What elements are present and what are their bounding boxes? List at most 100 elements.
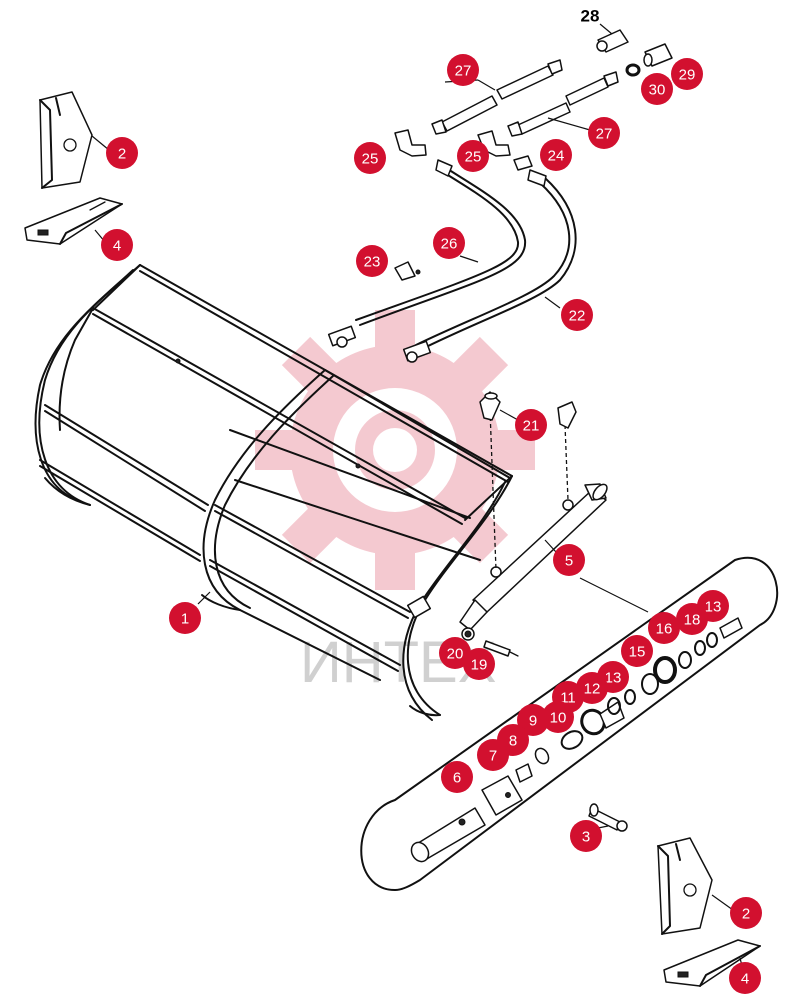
callout-label: 4: [741, 971, 749, 988]
callout-18: 18: [676, 603, 708, 635]
callout-marker: [463, 648, 495, 680]
callout-marker: [356, 245, 388, 277]
callout-marker: [676, 603, 708, 635]
callout-label: 26: [441, 236, 458, 253]
quick-coupling-28: [596, 29, 629, 53]
callout-10: 10: [542, 701, 574, 733]
callout-marker: [570, 820, 602, 852]
callout-label: 28: [581, 7, 600, 26]
callout-16: 16: [648, 612, 680, 644]
pin-3: [588, 803, 628, 832]
callout-label: 23: [364, 254, 381, 271]
callout-20: 20: [439, 637, 471, 669]
callout-label: 16: [656, 621, 673, 638]
callout-label: 10: [550, 710, 567, 727]
callout-3: 3: [570, 820, 602, 852]
callout-marker: [477, 739, 509, 771]
callout-1: 1: [169, 602, 201, 634]
callout-marker: [561, 299, 593, 331]
pipe-27-lower: [507, 71, 619, 137]
callout-label: 6: [453, 770, 461, 787]
callout-4: 4: [101, 229, 133, 261]
callout-label: 21: [523, 418, 540, 435]
callout-marker: [540, 139, 572, 171]
callout-marker: [641, 73, 673, 105]
callout-marker: [553, 544, 585, 576]
callout-22: 22: [561, 299, 593, 331]
callout-label: 19: [471, 657, 488, 674]
callout-label: 7: [489, 748, 497, 765]
tee-fitting-left: [394, 129, 427, 157]
callout-30: 30: [641, 73, 673, 105]
callout-label: 20: [447, 646, 464, 663]
callout-label: 2: [742, 906, 750, 923]
callout-marker: [169, 602, 201, 634]
callout-label: 18: [684, 612, 701, 629]
straight-fitting-24: [513, 155, 533, 171]
callout-21: 21: [515, 409, 547, 441]
callout-marker: [433, 227, 465, 259]
callout-label: 3: [582, 829, 590, 846]
exploded-cylinder-panel: [360, 556, 779, 891]
callout-25: 25: [354, 142, 386, 174]
callout-label: 1: [181, 611, 189, 628]
callout-marker: [730, 897, 762, 929]
callout-label: 25: [465, 149, 482, 166]
callout-marker: [648, 612, 680, 644]
callout-label: 25: [362, 151, 379, 168]
callout-label: 4: [113, 238, 121, 255]
callout-2: 2: [730, 897, 762, 929]
callout-marker: [106, 137, 138, 169]
callout-marker: [447, 54, 479, 86]
callout-4: 4: [729, 962, 761, 994]
callout-marker: [729, 962, 761, 994]
callout-2: 2: [106, 137, 138, 169]
hose-22: [402, 169, 577, 363]
callout-marker: [671, 58, 703, 90]
callout-28: 28: [581, 7, 600, 26]
callout-label: 30: [649, 82, 666, 99]
callout-7: 7: [477, 739, 509, 771]
callout-label: 2: [118, 146, 126, 163]
callout-24: 24: [540, 139, 572, 171]
callout-5: 5: [553, 544, 585, 576]
callout-27: 27: [447, 54, 479, 86]
callout-marker: [542, 701, 574, 733]
bracket-bottom-right: [657, 837, 713, 935]
callout-label: 13: [605, 670, 622, 687]
elbow-fitting-right: [557, 401, 577, 429]
pin-and-nut: [461, 627, 519, 657]
callout-label: 27: [596, 126, 613, 143]
callout-label: 27: [455, 63, 472, 80]
callout-9: 9: [517, 704, 549, 736]
rake-frame: [34, 264, 513, 721]
callout-label: 8: [509, 733, 517, 750]
adapter-29: [643, 43, 673, 67]
callout-23: 23: [356, 245, 388, 277]
o-ring-30: [625, 63, 641, 77]
callout-marker: [101, 229, 133, 261]
hose-26: [327, 159, 527, 348]
callout-label: 22: [569, 308, 586, 325]
elbow-fitting-left: [479, 391, 501, 421]
callout-marker: [621, 635, 653, 667]
callout-19: 19: [463, 648, 495, 680]
callout-marker: [517, 704, 549, 736]
callout-marker: [457, 140, 489, 172]
callout-26: 26: [433, 227, 465, 259]
callout-15: 15: [621, 635, 653, 667]
pipe-27-upper: [431, 59, 563, 135]
callout-marker: [354, 142, 386, 174]
callout-6: 6: [441, 761, 473, 793]
watermark-logo: [255, 310, 535, 590]
callout-marker: [439, 637, 471, 669]
callout-label: 13: [705, 599, 722, 616]
callout-marker: [441, 761, 473, 793]
callout-marker: [515, 409, 547, 441]
callout-label: 9: [529, 713, 537, 730]
callout-label: 29: [679, 67, 696, 84]
callout-25: 25: [457, 140, 489, 172]
callout-label: 5: [565, 553, 573, 570]
